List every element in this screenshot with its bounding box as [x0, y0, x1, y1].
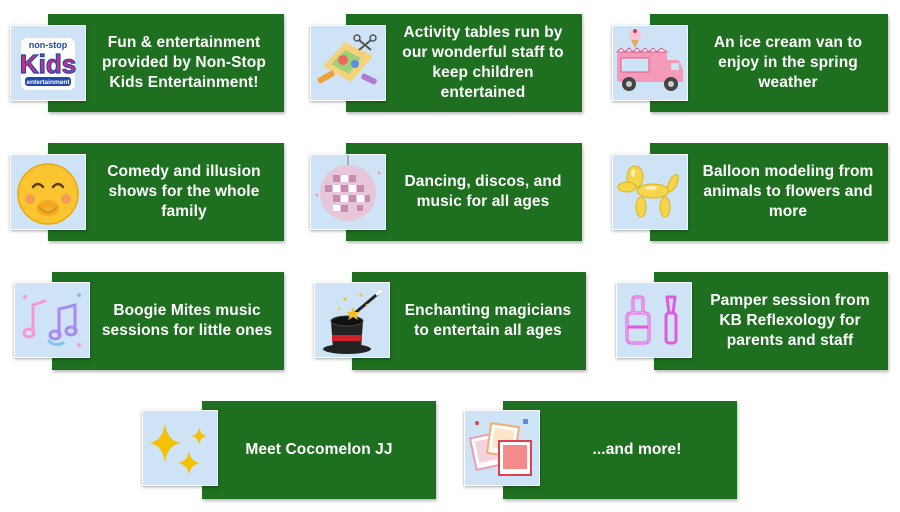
balloon-dog-icon: [612, 154, 688, 230]
card-text: Meet Cocomelon JJ: [245, 441, 393, 458]
card-text: Fun & entertainment provided by Non-Stop…: [102, 34, 266, 91]
card-text: ...and more!: [592, 441, 682, 458]
card-text: Activity tables run by our wonderful sta…: [402, 24, 564, 101]
laughing-emoji-icon: [10, 154, 86, 230]
magic-hat-icon: [314, 282, 390, 358]
card-text: Boogie Mites music sessions for little o…: [101, 302, 273, 339]
music-notes-icon: [14, 282, 90, 358]
disco-ball-icon: [310, 154, 386, 230]
card-text: Enchanting magicians to entertain all ag…: [404, 302, 572, 339]
card-text: Pamper session from KB Reflexology for p…: [710, 292, 870, 349]
logo-main-text: Kids: [20, 49, 76, 79]
sparkles-icon: [142, 410, 218, 486]
card-text: Balloon modeling from animals to flowers…: [702, 163, 874, 220]
ice-cream-van-icon: [612, 25, 688, 101]
logo-top-text: non-stop: [29, 40, 68, 50]
logo-bottom-text: entertainment: [27, 79, 71, 86]
nail-polish-icon: [616, 282, 692, 358]
card-text: Dancing, discos, and music for all ages: [404, 173, 562, 210]
craft-activity-icon: [310, 25, 386, 101]
non-stop-kids-logo-icon: non-stop Kids entertainment: [10, 25, 86, 101]
card-text: An ice cream van to enjoy in the spring …: [713, 34, 863, 91]
card-text: Comedy and illusion shows for the whole …: [107, 163, 261, 220]
photo-frames-icon: [464, 410, 540, 486]
